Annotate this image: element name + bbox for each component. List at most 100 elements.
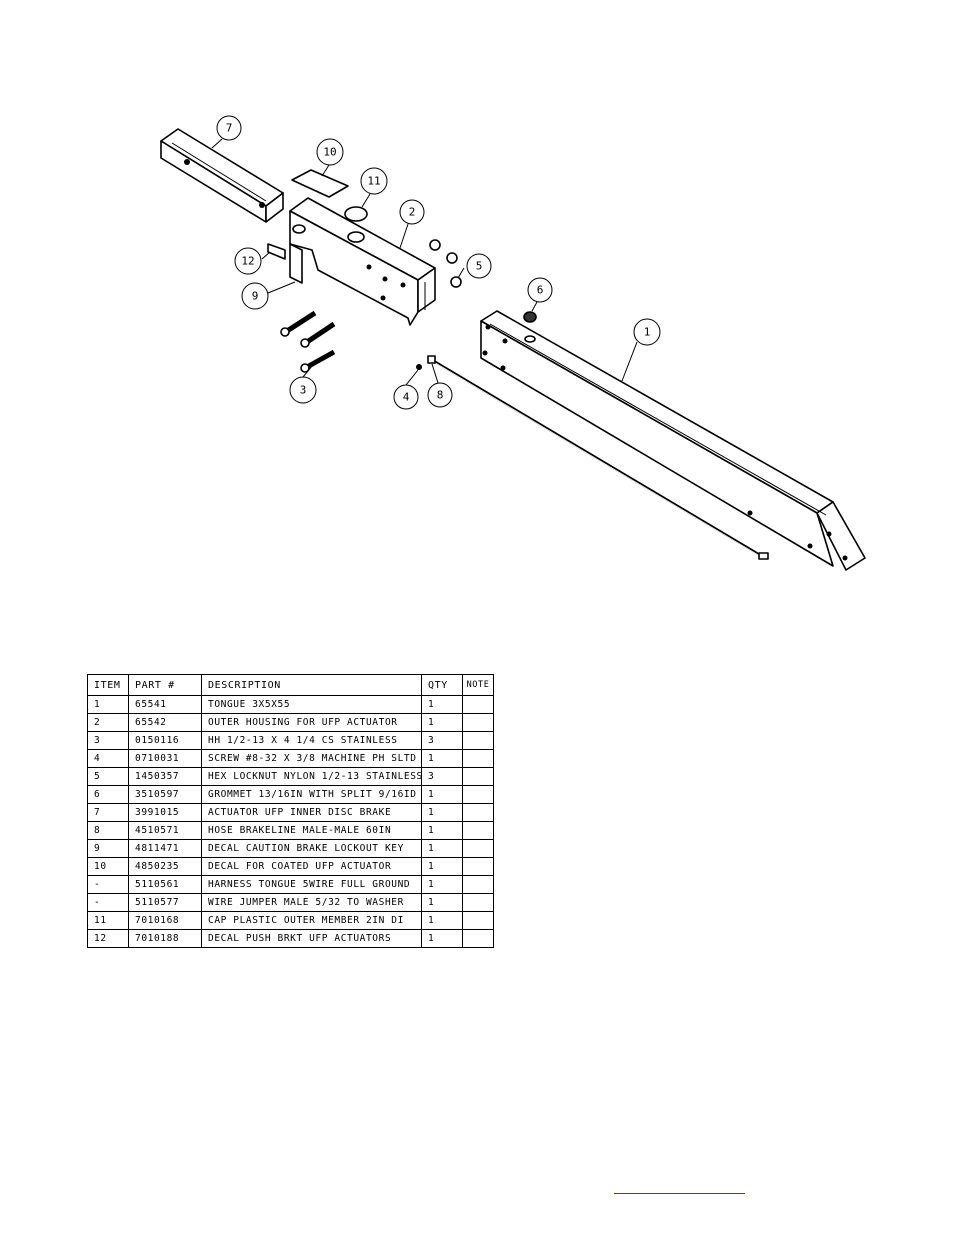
cell-description: SCREW #8-32 X 3/8 MACHINE PH SLTD: [201, 749, 422, 768]
exploded-parts-diagram: 7 10 11 2 12 9 5 6 1 3 4 8: [160, 115, 866, 571]
cell-part-number: 1450357: [128, 767, 202, 786]
cell-note: [462, 785, 494, 804]
cell-qty: 3: [421, 767, 463, 786]
cell-note: [462, 821, 494, 840]
balloon-label: 4: [403, 391, 410, 404]
balloon-5: 5: [466, 253, 492, 279]
cell-description: HH 1/2-13 X 4 1/4 CS STAINLESS: [201, 731, 422, 750]
header-part-number: PART #: [128, 674, 202, 696]
cell-note: [462, 731, 494, 750]
cell-note: [462, 749, 494, 768]
cell-qty: 1: [421, 875, 463, 894]
header-note: NOTE: [462, 674, 494, 696]
cell-note: [462, 695, 494, 714]
part-9-decal: [289, 243, 303, 284]
part-7-actuator-inner: [160, 128, 284, 223]
cell-description: DECAL PUSH BRKT UFP ACTUATORS: [201, 929, 422, 948]
part-10-decal: [291, 169, 349, 198]
cell-qty: 1: [421, 839, 463, 858]
header-item: ITEM: [87, 674, 129, 696]
balloon-label: 7: [226, 122, 233, 135]
cell-qty: 1: [421, 713, 463, 732]
leader-lines: [211, 138, 638, 386]
cell-item: 4: [87, 749, 129, 768]
cell-item: 2: [87, 713, 129, 732]
cell-description: DECAL FOR COATED UFP ACTUATOR: [201, 857, 422, 876]
balloon-1: 1: [633, 318, 661, 346]
cell-description: OUTER HOUSING FOR UFP ACTUATOR: [201, 713, 422, 732]
cell-qty: 1: [421, 857, 463, 876]
table-header-row: ITEM PART # DESCRIPTION QTY NOTE: [87, 674, 494, 696]
cell-description: HEX LOCKNUT NYLON 1/2-13 STAINLESS: [201, 767, 422, 786]
balloon-4: 4: [393, 384, 419, 410]
cell-description: CAP PLASTIC OUTER MEMBER 2IN DI: [201, 911, 422, 930]
part-8-brake-hose: [427, 355, 769, 560]
cell-qty: 1: [421, 821, 463, 840]
cell-qty: 1: [421, 911, 463, 930]
footer-link[interactable]: [614, 1184, 745, 1194]
part-3-bolts: [280, 310, 336, 373]
balloon-6: 6: [527, 277, 553, 303]
cell-description: HARNESS TONGUE 5WIRE FULL GROUND: [201, 875, 422, 894]
part-1-tongue: [480, 310, 866, 571]
cell-note: [462, 875, 494, 894]
balloon-8: 8: [427, 382, 453, 408]
balloon-label: 5: [476, 260, 483, 273]
cell-description: DECAL CAUTION BRAKE LOCKOUT KEY: [201, 839, 422, 858]
cell-part-number: 0710031: [128, 749, 202, 768]
cell-part-number: 7010168: [128, 911, 202, 930]
cell-note: [462, 803, 494, 822]
cell-part-number: 7010188: [128, 929, 202, 948]
cell-qty: 1: [421, 803, 463, 822]
cell-note: [462, 839, 494, 858]
cell-part-number: 5110561: [128, 875, 202, 894]
cell-item: 9: [87, 839, 129, 858]
balloon-7: 7: [216, 115, 242, 141]
cell-part-number: 3991015: [128, 803, 202, 822]
cell-description: TONGUE 3X5X55: [201, 695, 422, 714]
cell-item: 3: [87, 731, 129, 750]
cell-item: 5: [87, 767, 129, 786]
cell-item: 12: [87, 929, 129, 948]
cell-item: 6: [87, 785, 129, 804]
cell-description: WIRE JUMPER MALE 5/32 TO WASHER: [201, 893, 422, 912]
cell-item: 1: [87, 695, 129, 714]
cell-note: [462, 713, 494, 732]
cell-item: 8: [87, 821, 129, 840]
balloon-label: 11: [367, 175, 380, 188]
cell-note: [462, 857, 494, 876]
cell-item: -: [87, 875, 129, 894]
cell-note: [462, 767, 494, 786]
part-2-outer-housing: [289, 197, 436, 326]
cell-description: ACTUATOR UFP INNER DISC BRAKE: [201, 803, 422, 822]
balloon-9: 9: [241, 282, 269, 310]
cell-description: GROMMET 13/16IN WITH SPLIT 9/16ID: [201, 785, 422, 804]
part-4-screw: [416, 364, 422, 370]
header-description: DESCRIPTION: [201, 674, 422, 696]
balloon-label: 2: [409, 206, 416, 219]
balloon-12: 12: [234, 247, 262, 275]
balloon-label: 9: [252, 290, 259, 303]
part-5-locknuts: [429, 239, 462, 288]
balloon-label: 6: [537, 284, 544, 297]
balloon-label: 10: [323, 146, 336, 159]
cell-description: HOSE BRAKELINE MALE-MALE 60IN: [201, 821, 422, 840]
cell-part-number: 4510571: [128, 821, 202, 840]
cell-qty: 1: [421, 695, 463, 714]
cell-part-number: 65542: [128, 713, 202, 732]
part-11-cap: [344, 206, 368, 222]
balloon-label: 8: [437, 389, 444, 402]
